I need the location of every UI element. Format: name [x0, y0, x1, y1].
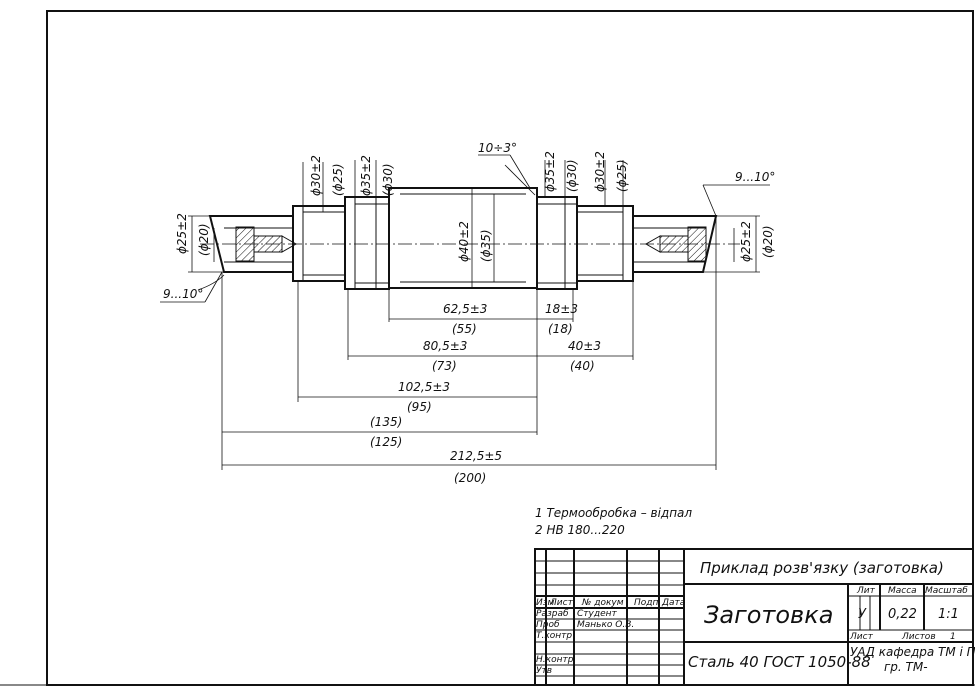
- sheets-value: 1: [950, 632, 956, 642]
- angle-callouts: 10÷3° 9...10° 9...10°: [160, 141, 775, 303]
- scale-value: 1:1: [938, 607, 959, 622]
- dim-step2: ϕ35±2: [359, 155, 373, 196]
- left-step2: [344, 196, 390, 290]
- dim-step4: ϕ30±2: [593, 151, 607, 192]
- sheets-label: Листов: [901, 632, 936, 642]
- mass-label: Масса: [888, 586, 917, 596]
- dim-l1-nom: (55): [452, 322, 477, 336]
- lit-label: Лит: [856, 586, 876, 596]
- dim-l2: 18±3: [545, 302, 578, 316]
- right-step3: [536, 196, 578, 290]
- row-razrab: Разраб: [536, 609, 569, 619]
- dim-l6-nom: (125): [370, 435, 402, 449]
- dim-l6: (135): [370, 415, 402, 429]
- angle-left-chamfer: 9...10°: [163, 287, 203, 301]
- dim-left-end: ϕ25±2: [175, 213, 189, 254]
- dim-step2-nom: (ϕ30): [381, 163, 395, 196]
- col-izm: Изм: [536, 598, 555, 608]
- dim-center: ϕ40±2: [457, 221, 471, 262]
- right-step4: [576, 205, 634, 282]
- dim-step3-nom: (ϕ30): [565, 159, 579, 192]
- shaft-blank: [200, 187, 740, 290]
- group-name: гр. ТМ-: [884, 660, 928, 674]
- col-list: Лист: [549, 598, 574, 608]
- diameter-dimensions: ϕ25±2 (ϕ20) ϕ30±2 (ϕ25) ϕ35±2 (ϕ30) ϕ40±…: [175, 151, 775, 288]
- dim-l5-nom: (95): [407, 400, 432, 414]
- angle-center-taper: 10÷3°: [478, 141, 517, 155]
- dim-step1-nom: (ϕ25): [331, 163, 345, 196]
- row-prob: Проб: [536, 620, 560, 630]
- note-1: 1 Термообробка – відпал: [535, 506, 692, 520]
- dim-l1: 62,5±3: [443, 302, 487, 316]
- dim-center-nom: (ϕ35): [479, 229, 493, 262]
- dim-step4-nom: (ϕ25): [615, 159, 629, 192]
- razrab-name: Студент: [577, 609, 617, 619]
- dim-l3-nom: (73): [432, 359, 457, 373]
- col-date: Дата: [661, 598, 685, 608]
- part-name: Заготовка: [704, 601, 833, 629]
- sheet-label: Лист: [849, 632, 874, 642]
- technical-notes: 1 Термообробка – відпал 2 HB 180...220: [535, 506, 692, 537]
- dim-l5: 102,5±3: [398, 380, 450, 394]
- row-utv: Утв: [536, 666, 552, 676]
- dim-step1: ϕ30±2: [309, 155, 323, 196]
- scale-label: Масштаб: [925, 586, 968, 596]
- length-dimensions: 62,5±3 (55) 18±3 (18) 80,5±3 (73) 40±3 (…: [221, 216, 717, 485]
- dim-l3: 80,5±3: [423, 339, 467, 353]
- dim-step3: ϕ35±2: [543, 151, 557, 192]
- row-nkontr: Н.контр: [536, 655, 574, 665]
- dim-right-end-nom: (ϕ20): [761, 225, 775, 258]
- mass-value: 0,22: [888, 607, 917, 622]
- dim-total-nom: (200): [454, 471, 486, 485]
- project-title: Приклад розв'язку (заготовка): [700, 559, 944, 577]
- title-block: Изм Лист № докум Подп Дата Разраб Студен…: [534, 548, 975, 686]
- note-2: 2 HB 180...220: [535, 523, 625, 537]
- dim-left-end-nom: (ϕ20): [197, 223, 211, 256]
- dim-l4: 40±3: [568, 339, 601, 353]
- col-sign: Подп: [634, 598, 658, 608]
- lit-value: У: [858, 607, 867, 622]
- left-step1: [292, 205, 346, 282]
- material: Сталь 40 ГОСТ 1050-88: [688, 653, 871, 671]
- dim-l4-nom: (40): [570, 359, 595, 373]
- angle-right-chamfer: 9...10°: [735, 170, 775, 184]
- prob-name: Манько О.В.: [577, 620, 634, 630]
- col-doc: № докум: [581, 598, 624, 608]
- dim-total: 212,5±5: [450, 449, 502, 463]
- row-tkontr: Т.контр: [536, 631, 572, 641]
- dim-l2-nom: (18): [548, 322, 573, 336]
- org-name: УАД кафедра ТМ і ПМ: [850, 645, 975, 659]
- dim-right-end: ϕ25±2: [739, 221, 753, 262]
